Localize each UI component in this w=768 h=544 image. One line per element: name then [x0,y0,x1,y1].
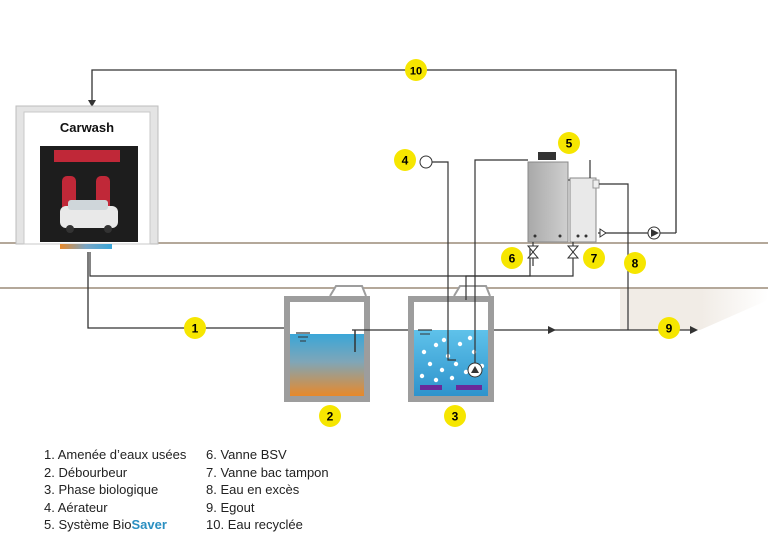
legend-item: 3. Phase biologique [44,482,159,497]
aerator-icon [419,155,433,169]
svg-text:1: 1 [192,322,199,336]
svg-text:5: 5 [566,137,573,151]
svg-text:2: 2 [327,410,334,424]
badge-6: 6 [501,247,523,269]
influent-pipe [87,252,284,329]
badge-3: 3 [444,405,466,427]
badge-9: 9 [658,317,680,339]
badge-8: 8 [624,252,646,274]
legend-item: 1. Amenée d’eaux usées [44,447,187,462]
legend-column-right: 6. Vanne BSV 7. Vanne bac tampon 8. Eau … [206,446,329,534]
valve-icon [599,228,607,238]
svg-text:7: 7 [591,252,598,266]
legend-column-left: 1. Amenée d’eaux usées 2. Débourbeur 3. … [44,446,186,534]
legend-item: 9. Egout [206,499,255,515]
arrow-down-icon [88,100,96,107]
badge-7: 7 [583,247,605,269]
legend-item: 8. Eau en excès [206,482,300,497]
sludge-separator [284,285,370,402]
badge-2: 2 [319,405,341,427]
aerator-line [419,155,456,361]
svg-text:6: 6 [509,252,516,266]
recycle-pump-line [598,226,676,240]
legend-item: 2. Débourbeur [44,464,128,480]
biological-tank [408,285,494,402]
ground [0,242,768,330]
legend-item: 5. Système BioSaver [44,517,167,532]
biosaver-feed-pipe [474,159,528,363]
bubbles [419,335,485,383]
valve-buffer-tank [89,242,580,277]
legend-item: 10. Eau recyclée [206,517,303,532]
svg-text:8: 8 [632,257,639,271]
valve-icon [526,245,540,253]
recycled-water-pipe [91,69,677,233]
svg-text:10: 10 [410,66,422,78]
carwash-title: Carwash [60,120,114,135]
badge-10: 10 [405,59,427,81]
badge-1: 1 [184,317,206,339]
badge-4: 4 [394,149,416,171]
brush-icon [54,150,120,162]
valve-bsv [526,242,540,266]
svg-text:4: 4 [402,154,409,168]
valve-icon [566,245,580,253]
legend-item: 6. Vanne BSV [206,447,287,462]
diffuser-icon [420,385,442,390]
svg-text:9: 9 [666,322,673,336]
car-icon [60,206,118,228]
carwash-building [15,105,159,249]
badge-5: 5 [558,132,580,154]
brand-accent-text: Saver [131,517,167,532]
svg-text:3: 3 [452,410,459,424]
legend-item: 7. Vanne bac tampon [206,464,329,480]
legend-item: 4. Aérateur [44,499,108,515]
biosaver-system [527,152,600,243]
overflow-pipe [599,183,629,330]
